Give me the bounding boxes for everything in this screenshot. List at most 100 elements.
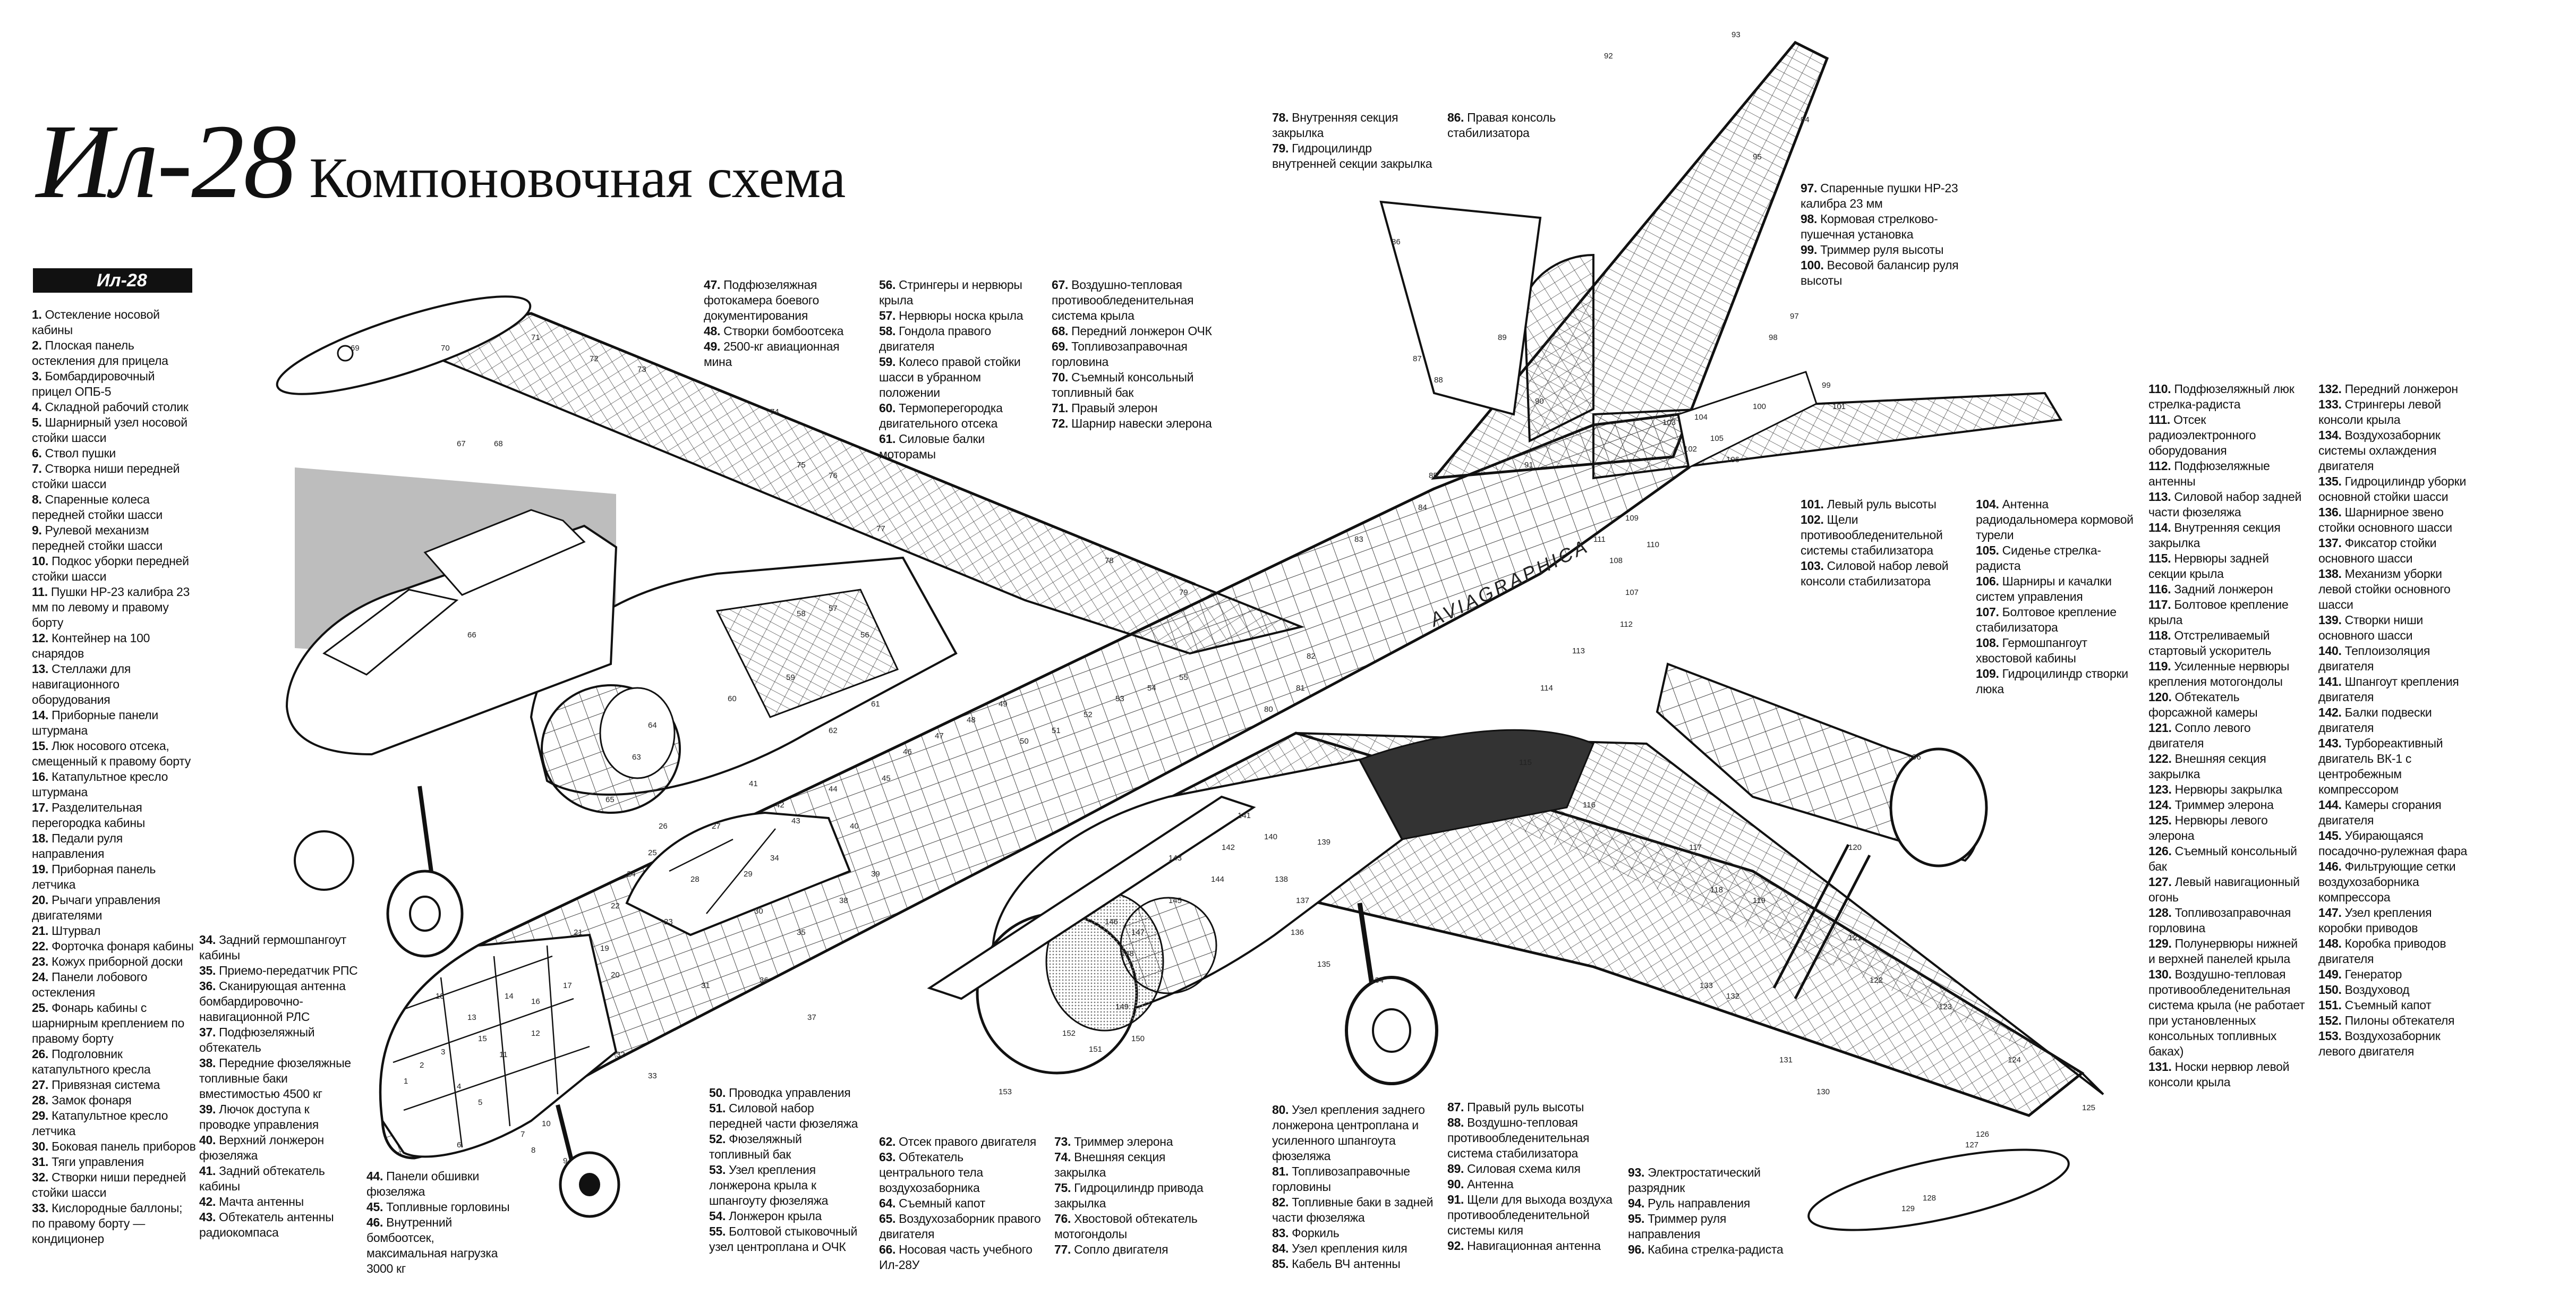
legend-item-number: 21. [32, 924, 52, 938]
callout-number: 34 [770, 854, 779, 863]
legend-item: 69. Топливозаправочная горловина [1052, 339, 1216, 370]
legend-item-number: 102. [1801, 513, 1827, 526]
callout-number: 64 [648, 721, 657, 730]
legend-item: 21. Штурвал [32, 923, 197, 939]
legend-item-number: 69. [1052, 339, 1072, 353]
legend-item-number: 98. [1801, 212, 1821, 226]
legend-item: 133. Стрингеры левой консоли крыла [2318, 397, 2478, 428]
legend-item: 11. Пушки НР-23 калибра 23 мм по левому … [32, 584, 197, 631]
legend-item: 27. Привязная система [32, 1077, 197, 1093]
callout-number: 92 [1604, 52, 1613, 61]
callout-number: 107 [1625, 588, 1639, 597]
legend-item-number: 149. [2318, 967, 2345, 981]
legend-item-number: 134. [2318, 428, 2345, 442]
callout-number: 105 [1710, 434, 1724, 443]
legend-item: 127. Левый навигационный огонь [2148, 874, 2305, 905]
callout-number: 11 [499, 1050, 508, 1059]
legend-item-number: 58. [879, 324, 899, 338]
callout-number: 133 [1700, 981, 1713, 990]
legend-item-text: Съемный консольный топливный бак [1052, 370, 1194, 399]
callout-number: 54 [1147, 684, 1156, 693]
legend-column-12: 86. Правая консоль стабилизатора [1447, 110, 1607, 141]
legend-item: 81. Топливозаправочные горловины [1272, 1164, 1434, 1195]
legend-item-number: 9. [32, 523, 45, 537]
legend-item: 113. Силовой набор задней части фюзеляжа [2148, 489, 2305, 520]
legend-item-text: Створки ниши передней стойки шасси [32, 1170, 186, 1199]
callout-number: 124 [2008, 1055, 2021, 1065]
legend-item-text: Полунервюры нижней и верхней панелей кры… [2148, 937, 2298, 966]
legend-item: 137. Фиксатор стойки основного шасси [2318, 535, 2478, 566]
callout-number: 108 [1609, 556, 1623, 565]
legend-item-text: Механизм уборки левой стойки основного ш… [2318, 567, 2451, 611]
legend-item-number: 75. [1054, 1181, 1074, 1195]
left-main-wheel [1345, 976, 1438, 1085]
legend-item-text: Топливозаправочная горловина [1052, 339, 1188, 369]
legend-item-number: 76. [1054, 1212, 1074, 1225]
legend-item-text: Триммер элерона [1074, 1135, 1173, 1148]
legend-item: 45. Топливные горловины [366, 1199, 510, 1215]
legend-item-text: Воздушно-тепловая противообледенительная… [1447, 1116, 1590, 1160]
callout-number: 142 [1222, 843, 1235, 852]
legend-item-number: 141. [2318, 675, 2345, 688]
callout-number: 88 [1434, 376, 1443, 385]
legend-item-text: Воздухозаборник правого двигателя [879, 1212, 1041, 1241]
legend-item: 8. Спаренные колеса передней стойки шасс… [32, 492, 197, 523]
legend-item-text: Створка ниши передней стойки шасси [32, 462, 180, 491]
legend-item-text: Приемо-передатчик РПС [219, 964, 358, 977]
legend-item-number: 42. [199, 1195, 219, 1208]
legend-item-text: Внешняя секция закрылка [2148, 752, 2266, 781]
legend-item: 148. Коробка приводов двигателя [2318, 936, 2478, 967]
legend-item-text: Лонжерон крыла [729, 1209, 822, 1223]
legend-item-text: Антенна [1467, 1177, 1514, 1191]
callout-number: 134 [1370, 976, 1384, 985]
callout-number: 33 [648, 1071, 657, 1080]
callout-number: 45 [882, 774, 891, 783]
legend-item: 77. Сопло двигателя [1054, 1242, 1214, 1257]
legend-item-number: 97. [1801, 181, 1821, 195]
legend-item: 130. Воздушно-тепловая противообледените… [2148, 967, 2305, 1059]
legend-item: 72. Шарнир навески элерона [1052, 416, 1216, 431]
legend-column-11: 80. Узел крепления заднего лонжерона цен… [1272, 1102, 1434, 1272]
legend-item: 38. Передние фюзеляжные топливные баки в… [199, 1055, 359, 1102]
legend-item: 62. Отсек правого двигателя [879, 1134, 1041, 1150]
legend-item: 52. Фюзеляжный топливный бак [709, 1131, 863, 1162]
legend-item-text: Гидроцилиндр уборки основной стойки шасс… [2318, 474, 2466, 504]
legend-item-number: 44. [366, 1169, 387, 1183]
legend-item-number: 90. [1447, 1177, 1468, 1191]
legend-item: 115. Нервюры задней секции крыла [2148, 551, 2305, 582]
legend-item-number: 12. [32, 631, 52, 645]
legend-item-number: 112. [2148, 459, 2174, 473]
legend-item-number: 96. [1628, 1242, 1648, 1256]
legend-item-text: Стрингеры левой консоли крыла [2318, 397, 2441, 427]
legend-item: 145. Убирающаяся посадочно-рулежная фара [2318, 828, 2478, 859]
glazed-nose [379, 933, 618, 1158]
legend-item-text: Сиденье стрелка-радиста [1976, 543, 2101, 573]
legend-item: 43. Обтекатель антенны радиокомпаса [199, 1210, 359, 1240]
legend-item-text: Носовая часть учебного Ил-28У [879, 1242, 1033, 1272]
legend-item: 78. Внутренняя секция закрылка [1272, 110, 1437, 141]
legend-item-text: Задний обтекатель кабины [199, 1164, 325, 1193]
callout-number: 47 [935, 731, 944, 740]
legend-item-text: Гермошпангоут хвостовой кабины [1976, 636, 2087, 665]
legend-item: 60. Термоперегородка двигательного отсек… [879, 401, 1044, 431]
legend-item: 12. Контейнер на 100 снарядов [32, 631, 197, 661]
callout-number: 53 [1115, 694, 1124, 703]
legend-item-number: 27. [32, 1078, 52, 1092]
legend-item-number: 103. [1801, 559, 1827, 573]
legend-item-text: Внешняя секция закрылка [1054, 1150, 1166, 1179]
callout-number: 76 [829, 471, 838, 480]
legend-item-number: 36. [199, 979, 219, 993]
legend-item-text: Правый элерон [1071, 401, 1158, 415]
legend-item-text: Кожух приборной доски [52, 955, 183, 968]
callout-number: 117 [1689, 843, 1702, 852]
legend-item-number: 5. [32, 415, 45, 429]
legend-item: 95. Триммер руля направления [1628, 1211, 1787, 1242]
legend-item-number: 17. [32, 801, 52, 814]
legend-item-text: Контейнер на 100 снарядов [32, 631, 150, 660]
legend-item-text: Пушки НР-23 калибра 23 мм по левому и пр… [32, 585, 190, 629]
legend-item-number: 144. [2318, 798, 2345, 812]
